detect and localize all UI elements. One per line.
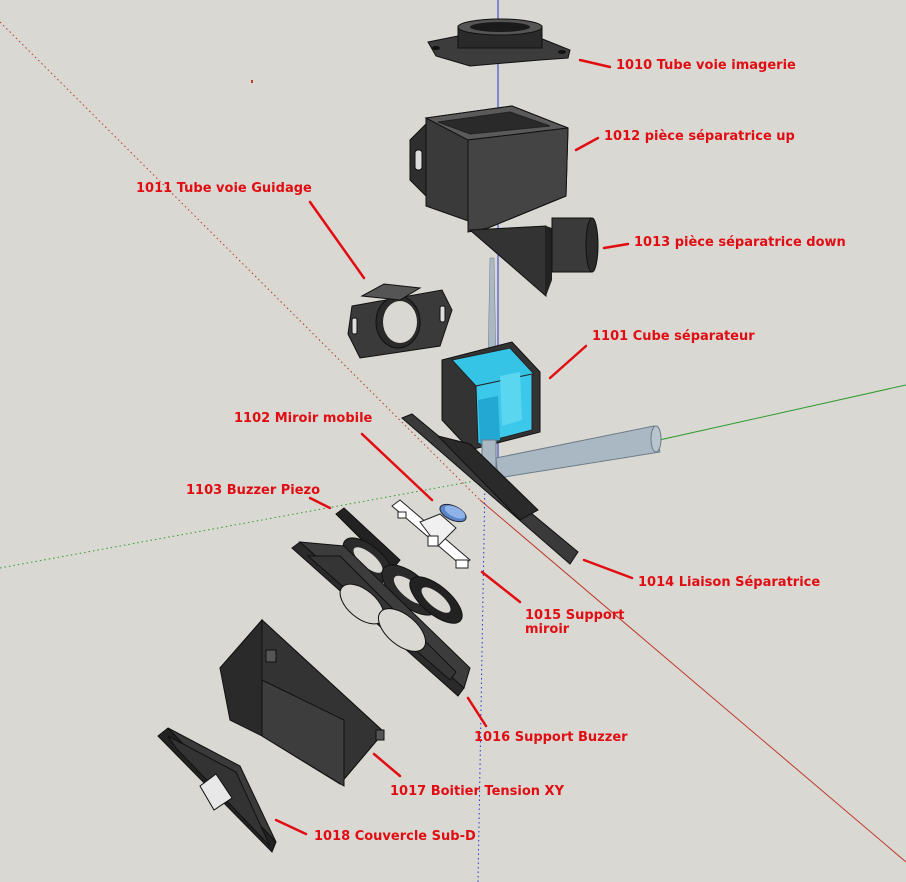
part-1016-support-buzzer	[291, 541, 471, 697]
leader-1103	[308, 496, 332, 510]
leader-1101	[548, 344, 588, 380]
blue-axis-dotted	[477, 479, 486, 882]
leader-1010	[578, 58, 612, 69]
part-1013-piece-separatrice-down	[468, 217, 599, 298]
part-1012-piece-separatrice-up	[409, 105, 569, 233]
label-1014: 1014 Liaison Séparatrice	[638, 575, 821, 590]
label-1010: 1010 Tube voie imagerie	[616, 58, 796, 73]
label-1102: 1102 Miroir mobile	[234, 411, 373, 426]
part-1010-tube-voie-imagerie	[427, 18, 571, 67]
part-1014-liaison-separatrice	[401, 413, 579, 565]
label-1016: 1016 Support Buzzer	[474, 730, 628, 745]
leader-1017	[372, 752, 402, 778]
part-1102-miroir-mobile	[439, 503, 467, 523]
leader-1102	[360, 432, 434, 502]
optical-beam-vertical	[487, 257, 497, 361]
label-1011: 1011 Tube voie Guidage	[136, 181, 312, 196]
leader-1011	[308, 200, 366, 280]
part-1017-boitier-tension-xy	[219, 618, 385, 787]
leader-1014	[582, 558, 634, 580]
part-1015-support-miroir	[391, 499, 471, 569]
origin-dot	[251, 80, 253, 83]
leader-1013	[602, 242, 630, 250]
label-1018: 1018 Couvercle Sub-D	[314, 829, 476, 844]
part-1011-tube-voie-guidage	[347, 283, 453, 359]
label-1015: 1015 Support miroir	[525, 608, 625, 637]
leader-1018	[274, 818, 308, 836]
label-1101: 1101 Cube séparateur	[592, 329, 755, 344]
label-1017: 1017 Boitier Tension XY	[390, 784, 564, 799]
label-1013: 1013 pièce séparatrice down	[634, 235, 846, 250]
leader-1012	[574, 136, 600, 152]
red-axis-dotted	[0, 21, 481, 501]
part-1018-couvercle-sub-d	[157, 727, 277, 853]
label-1103: 1103 Buzzer Piezo	[186, 483, 321, 498]
part-1101-cube-separateur	[441, 341, 541, 451]
label-1012: 1012 pièce séparatrice up	[604, 129, 795, 144]
green-axis-dotted	[0, 479, 481, 569]
leader-1016	[466, 696, 488, 728]
leader-1015	[480, 570, 522, 604]
part-1103-buzzer-piezo	[335, 507, 463, 624]
leader-lines	[274, 58, 634, 836]
red-axis	[479, 499, 906, 863]
